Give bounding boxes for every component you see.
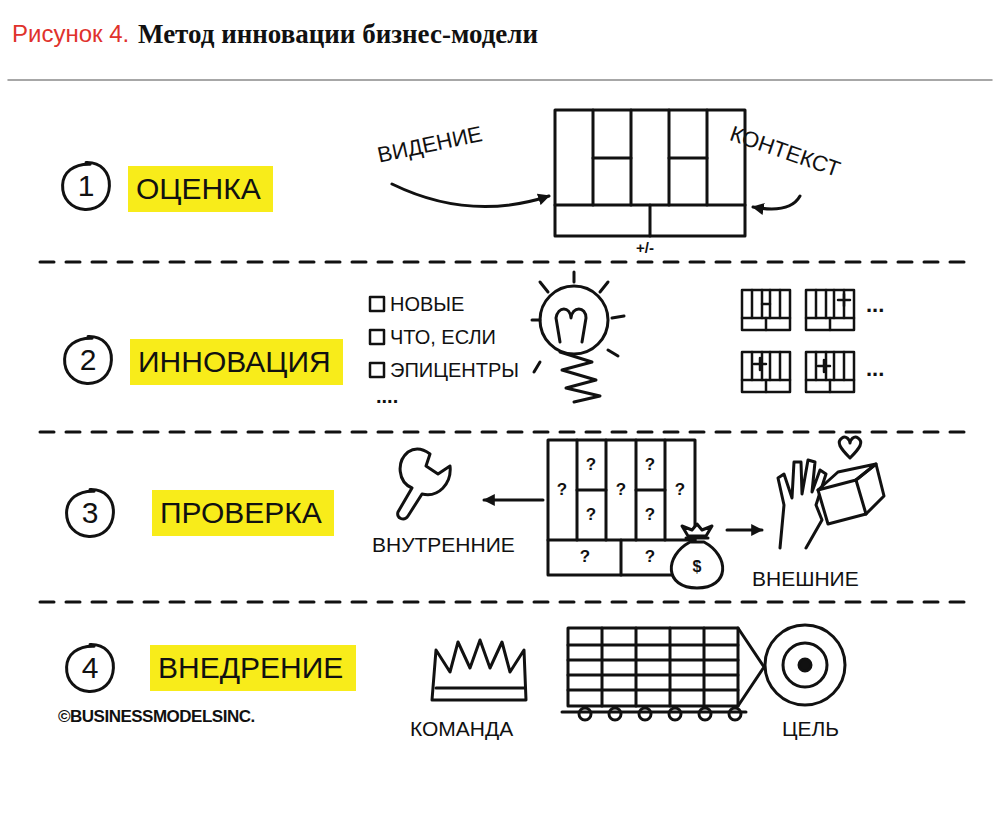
step-name: ИННОВАЦИЯ [138, 339, 331, 385]
context-arrow [753, 196, 800, 209]
question-mark: ? [645, 505, 655, 525]
money-bag [671, 524, 722, 588]
question-mark: ? [580, 547, 590, 567]
score-mark: +/- [636, 239, 654, 257]
question-mark: ? [557, 480, 567, 500]
step-highlight-band: ОЦЕНКА [128, 166, 273, 212]
input-label: КОНТЕКСТ [726, 121, 843, 183]
checkbox [370, 297, 384, 311]
checklist-item: ЧТО, ЕСЛИ [390, 325, 496, 349]
copyright-watermark: ©BUSINESSMODELSINC. [58, 707, 255, 727]
ellipsis: .... [376, 384, 398, 408]
canvas-sketch [555, 110, 745, 236]
dashed-separator [40, 261, 965, 264]
dashed-separator [40, 431, 965, 434]
ellipsis: ... [866, 292, 884, 318]
step-number: 4 [82, 651, 99, 685]
step-highlight-band: ИННОВАЦИЯ [130, 339, 343, 385]
question-mark: ? [645, 455, 655, 475]
step-name: ПРОВЕРКА [160, 490, 322, 536]
implementation-label: КОМАНДА [410, 716, 513, 741]
question-mark: ? [675, 480, 685, 500]
step-number: 1 [78, 169, 95, 203]
step-number-circle: 2 [62, 334, 114, 386]
step-number: 3 [82, 496, 99, 530]
step-name: ВНЕДРЕНИЕ [158, 645, 344, 691]
external-arrow [727, 529, 762, 532]
wrench-icon [398, 449, 451, 519]
canvas-sketch [548, 440, 695, 575]
crown-team [432, 640, 526, 700]
ellipsis: ... [866, 356, 884, 382]
question-mark: ? [586, 455, 596, 475]
dashed-separator [40, 601, 965, 604]
input-label: ВИДЕНИЕ [375, 121, 485, 169]
step-highlight-band: ВНЕДРЕНИЕ [150, 645, 356, 691]
checkbox [370, 363, 384, 377]
checkbox [370, 330, 384, 344]
small-canvas [742, 290, 854, 392]
hand-with-box [778, 437, 884, 548]
target-goal [765, 625, 845, 705]
lightbulb [532, 272, 624, 402]
test-label: ВНЕШНИЕ [752, 566, 859, 591]
step-number-circle: 3 [64, 487, 116, 539]
checklist-item: ЭПИЦЕНТРЫ [390, 358, 519, 382]
checklist-item: НОВЫЕ [390, 292, 464, 316]
step-name: ОЦЕНКА [136, 166, 261, 212]
step-number-circle: 4 [64, 642, 116, 694]
step-highlight-band: ПРОВЕРКА [152, 490, 334, 536]
step-number-circle: 1 [60, 160, 112, 212]
question-mark: ? [586, 505, 596, 525]
vision-arrow [392, 184, 549, 207]
circle-outline [67, 490, 114, 537]
circle-outline [67, 645, 114, 692]
step-number: 2 [80, 343, 97, 377]
canvas-train [562, 628, 764, 720]
question-mark: ? [616, 480, 626, 500]
implementation-label: ЦЕЛЬ [782, 716, 839, 741]
figure-title: Метод инновации бизнес-модели [138, 17, 538, 51]
circle-outline [65, 337, 112, 384]
figure-number: Рисунок 4. [12, 20, 129, 49]
test-label: ВНУТРЕННИЕ [372, 532, 515, 557]
circle-outline [63, 163, 110, 210]
header-rule [8, 79, 992, 81]
dollar-sign: $ [693, 557, 702, 576]
internal-arrow [484, 499, 543, 502]
question-mark: ? [645, 547, 655, 567]
